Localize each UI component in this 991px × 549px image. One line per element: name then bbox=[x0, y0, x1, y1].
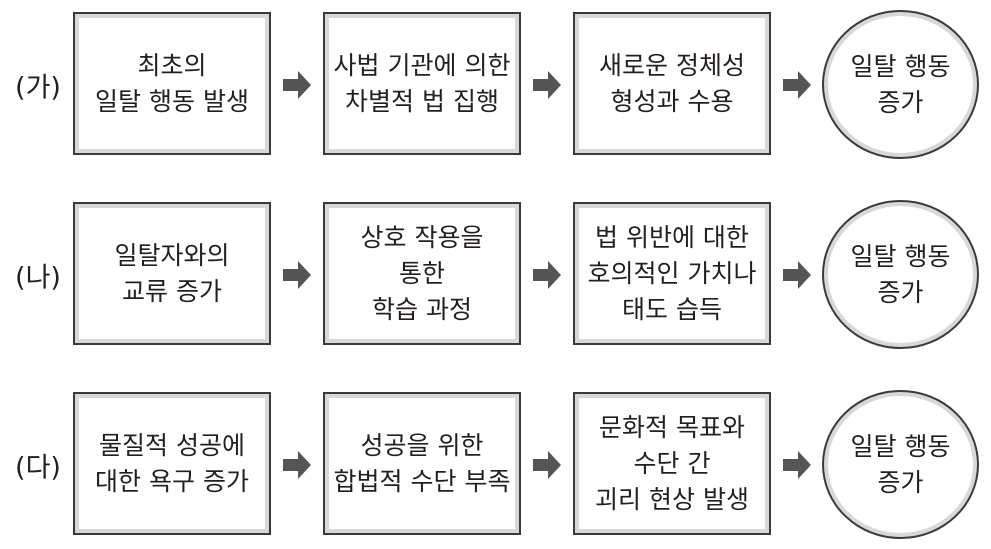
arrow-right-icon bbox=[783, 71, 811, 99]
step-box: 최초의 일탈 행동 발생 bbox=[73, 12, 271, 155]
row-label: (나) bbox=[15, 262, 61, 294]
step-box: 법 위반에 대한 호의적인 가치나 태도 습득 bbox=[573, 202, 771, 345]
flow-row: (나) 일탈자와의 교류 증가 상호 작용을 통한 학습 과정 법 위반에 대한… bbox=[0, 200, 991, 349]
flow-row: (다) 물질적 성공에 대한 욕구 증가 성공을 위한 합법적 수단 부족 문화… bbox=[0, 390, 991, 539]
row-label: (다) bbox=[15, 452, 61, 484]
step-box: 문화적 목표와 수단 간 괴리 현상 발생 bbox=[573, 392, 771, 535]
arrow-right-icon bbox=[283, 261, 311, 289]
arrow-right-icon bbox=[283, 451, 311, 479]
arrow-right-icon bbox=[283, 71, 311, 99]
arrow-right-icon bbox=[783, 451, 811, 479]
result-circle: 일탈 행동 증가 bbox=[822, 10, 979, 159]
step-box: 새로운 정체성 형성과 수용 bbox=[573, 12, 771, 155]
step-box: 상호 작용을 통한 학습 과정 bbox=[323, 202, 521, 345]
flow-row: (가) 최초의 일탈 행동 발생 사법 기관에 의한 차별적 법 집행 새로운 … bbox=[0, 10, 991, 159]
step-box: 일탈자와의 교류 증가 bbox=[73, 202, 271, 345]
row-label: (가) bbox=[15, 72, 61, 104]
result-circle: 일탈 행동 증가 bbox=[822, 390, 979, 539]
arrow-right-icon bbox=[533, 71, 561, 99]
step-box: 물질적 성공에 대한 욕구 증가 bbox=[73, 392, 271, 535]
arrow-right-icon bbox=[533, 261, 561, 289]
result-circle: 일탈 행동 증가 bbox=[822, 200, 979, 349]
arrow-right-icon bbox=[533, 451, 561, 479]
step-box: 성공을 위한 합법적 수단 부족 bbox=[323, 392, 521, 535]
step-box: 사법 기관에 의한 차별적 법 집행 bbox=[323, 12, 521, 155]
arrow-right-icon bbox=[783, 261, 811, 289]
